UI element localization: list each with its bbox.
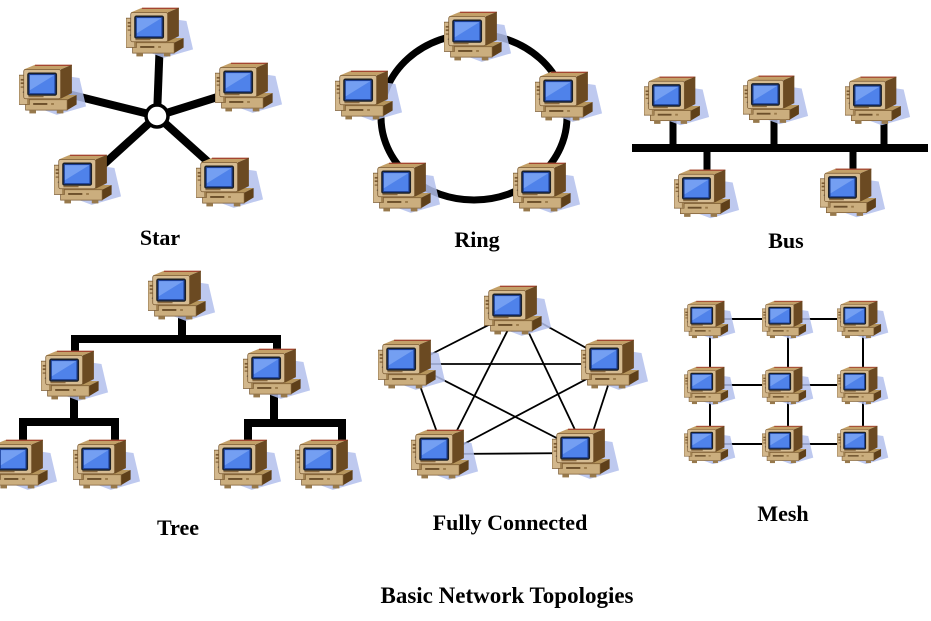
connectors-tree — [19, 315, 346, 446]
topology-label-fully-connected: Fully Connected — [432, 510, 588, 535]
connector-line — [89, 113, 160, 178]
connector-line — [517, 309, 616, 365]
connectors-star — [59, 37, 245, 181]
topology-label-star: Star — [139, 225, 181, 250]
connectors-bus — [632, 118, 928, 175]
connectors-ring — [377, 30, 571, 204]
connector-line — [517, 309, 587, 454]
connector-line — [59, 88, 158, 120]
connector-line — [411, 363, 587, 454]
connector-line — [154, 113, 229, 181]
topology-label-bus: Bus — [768, 228, 804, 253]
diagram-title: Basic Network Topologies — [380, 583, 634, 608]
connector-line — [444, 309, 519, 455]
connectors-mesh — [709, 318, 864, 445]
topology-label-tree: Tree — [157, 515, 199, 540]
hub-node — [144, 103, 170, 129]
topology-label-mesh: Mesh — [757, 501, 809, 526]
ring-cable — [377, 30, 571, 204]
connector-line — [411, 309, 519, 365]
connector-line — [155, 85, 245, 120]
connectors-fully-connected — [411, 309, 616, 455]
connector-line — [444, 452, 587, 455]
topology-label-ring: Ring — [454, 227, 500, 252]
